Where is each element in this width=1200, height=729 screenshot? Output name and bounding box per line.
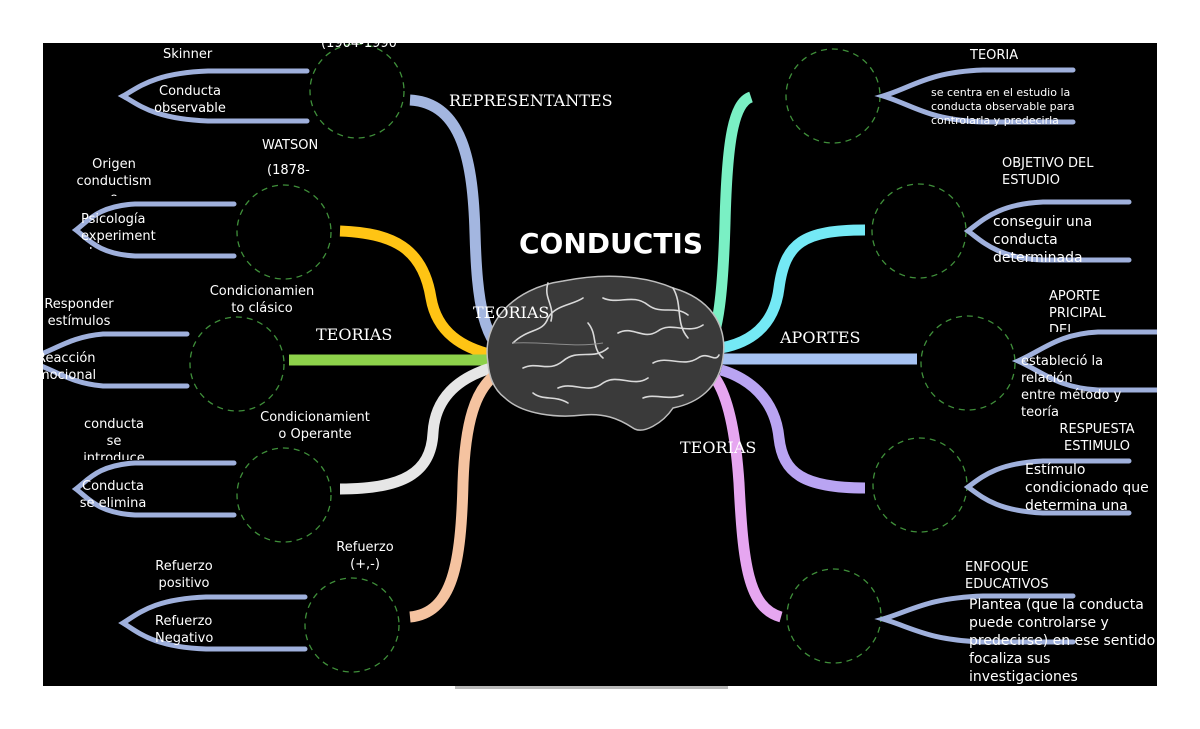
fork-operante bbox=[71, 460, 237, 518]
respuesta-title: RESPUESTA ESTIMULO bbox=[1059, 422, 1135, 454]
teoria-leaf: se centra en el estudio la conducta obse… bbox=[931, 86, 1075, 127]
objetivo-leaf: conseguir una conducta determinada bbox=[993, 214, 1093, 266]
fork-respuesta bbox=[963, 458, 1132, 516]
fork-objetivo bbox=[963, 199, 1132, 263]
skinner-dates: (1904-1990 bbox=[321, 43, 397, 51]
slide-shadow bbox=[455, 686, 728, 689]
mind-map-canvas: CONDUCTIS REPRESENTANTES TEORIAS TEORIAS… bbox=[43, 43, 1157, 686]
fork-watson bbox=[71, 201, 237, 259]
branch-watson bbox=[339, 225, 495, 361]
label-aportes: APORTES bbox=[780, 328, 861, 347]
aporte-leaf: estableció la relación entre método y te… bbox=[1021, 354, 1122, 420]
refuerzo-leaf-top: Refuerzo positivo bbox=[155, 559, 213, 591]
node-circle-aporte bbox=[920, 315, 1016, 411]
branch-operante bbox=[339, 362, 493, 495]
clasico-leaf-top: Responder estímulos bbox=[44, 297, 114, 329]
aporte-title: APORTE PRICIPAL DEL CONDUCTISMO bbox=[1049, 289, 1106, 332]
fork-teoria bbox=[874, 67, 1076, 125]
operante-title: Condicionamient o Operante bbox=[260, 410, 370, 442]
skinner-name: Skinner bbox=[163, 47, 213, 62]
enfoque-leaf: Plantea (que la conducta puede controlar… bbox=[969, 597, 1156, 685]
node-circle-objetivo bbox=[871, 183, 967, 279]
respuesta-leaf: Estímulo condicionado que determina una bbox=[1025, 462, 1149, 514]
branch-refuerzo bbox=[409, 368, 502, 623]
watson-name: WATSON bbox=[262, 138, 319, 153]
clasico-title: Condicionamien to clásico bbox=[209, 284, 315, 316]
node-circle-teoria bbox=[785, 48, 881, 144]
operante-leaf-top: conducta se introduce bbox=[83, 417, 145, 460]
fork-clasico bbox=[43, 331, 190, 389]
node-circle-operante bbox=[236, 447, 332, 543]
refuerzo-leaf-bottom: Refuerzo Negativo bbox=[155, 614, 214, 646]
brain-illustration bbox=[486, 275, 725, 431]
clasico-leaf-bottom: Reacción mocional bbox=[43, 351, 97, 383]
node-circle-clasico bbox=[189, 316, 285, 412]
skinner-leaf: Conducta observable bbox=[154, 84, 226, 116]
branch-objetivo bbox=[719, 224, 866, 354]
node-circle-skinner bbox=[309, 43, 405, 139]
label-teorias-left: TEORIAS bbox=[316, 325, 393, 344]
branch-enfoque bbox=[706, 369, 783, 623]
enfoque-title: ENFOQUE EDUCATIVOS bbox=[965, 560, 1049, 592]
node-circle-refuerzo bbox=[304, 577, 400, 673]
label-representantes: REPRESENTANTES bbox=[449, 91, 613, 110]
refuerzo-title: Refuerzo (+,-) bbox=[336, 540, 394, 572]
node-circle-watson bbox=[236, 184, 332, 280]
fork-skinner bbox=[117, 68, 310, 124]
watson-leaf-bottom: Psicología experiment al bbox=[81, 212, 156, 249]
central-title: CONDUCTIS bbox=[519, 227, 703, 260]
watson-leaf-top: Origen conductism o bbox=[76, 157, 152, 196]
fork-refuerzo bbox=[118, 594, 308, 652]
watson-dates: (1878- bbox=[267, 163, 310, 178]
fork-enfoque bbox=[874, 593, 1076, 645]
mind-map-lines bbox=[43, 43, 1157, 673]
node-circle-respuesta bbox=[872, 437, 968, 533]
branch-teoria bbox=[703, 91, 754, 352]
fork-aporte bbox=[1011, 329, 1157, 393]
branch-respuesta bbox=[719, 364, 866, 494]
operante-leaf-bottom: Conducta se elimina bbox=[79, 479, 147, 511]
label-teorias-right: TEORIAS bbox=[680, 438, 757, 457]
objetivo-title: OBJETIVO DEL ESTUDIO bbox=[1002, 156, 1094, 188]
teoria-title: TEORIA bbox=[970, 48, 1019, 63]
node-circle-enfoque bbox=[786, 568, 882, 664]
label-teorias-center: TEORIAS bbox=[473, 303, 550, 322]
